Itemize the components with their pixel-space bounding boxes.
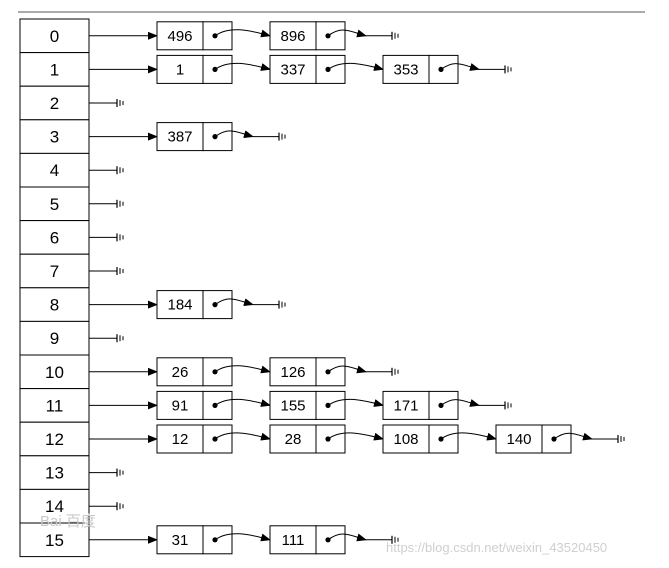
next-pointer-arrow	[214, 533, 271, 542]
bucket-cell	[19, 388, 90, 423]
node-value: 155	[280, 397, 305, 414]
bucket-cell	[19, 421, 90, 457]
null-pointer-arrow	[214, 130, 254, 139]
node-value: 353	[393, 61, 418, 78]
node-value-cell	[269, 21, 317, 51]
node-value: 184	[167, 297, 192, 314]
null-pointer-arrow	[327, 365, 367, 374]
bucket-cell	[19, 119, 90, 154]
node-value: 337	[280, 61, 305, 78]
node-value: 12	[172, 431, 189, 448]
node-value: 26	[172, 364, 189, 381]
node-value-cell	[156, 357, 204, 387]
null-pointer-arrow	[440, 399, 480, 407]
null-pointer-arrow	[553, 432, 593, 441]
node-value: 387	[167, 129, 192, 146]
node-value: 108	[393, 431, 418, 448]
node-value: 111	[282, 532, 305, 549]
bucket-index: 1	[50, 60, 59, 79]
node-value: 28	[285, 431, 302, 448]
node-value-cell	[156, 54, 204, 84]
bucket-index: 13	[45, 464, 64, 483]
next-pointer-arrow	[214, 432, 271, 441]
bucket-cell	[19, 522, 90, 558]
null-pointer-arrow	[440, 63, 480, 71]
node-value-cell	[156, 390, 204, 420]
null-pointer-arrow	[327, 29, 367, 38]
bucket-index: 8	[50, 296, 59, 315]
node-value-cell	[269, 424, 317, 454]
bucket-index: 2	[50, 94, 59, 113]
watermark-url: https://blog.csdn.net/weixin_43520450	[386, 540, 608, 555]
next-pointer-arrow	[214, 62, 271, 71]
node-value: 126	[280, 364, 305, 381]
null-pointer-arrow	[327, 533, 367, 542]
bucket-cell	[19, 488, 90, 524]
bucket-index: 3	[50, 128, 59, 147]
bucket-cell	[19, 186, 90, 222]
next-pointer-arrow	[440, 432, 497, 441]
node-pointer-cell	[315, 357, 346, 387]
next-pointer-arrow	[327, 398, 384, 407]
next-pointer-arrow	[214, 29, 271, 38]
node-value-cell	[382, 390, 430, 420]
bucket-index: 5	[50, 195, 59, 214]
null-pointer-arrow	[214, 298, 254, 307]
node-value-cell	[269, 54, 317, 84]
node-value-cell	[269, 390, 317, 420]
node-value: 496	[167, 28, 192, 45]
bucket-index: 11	[46, 396, 64, 415]
node-value-cell	[269, 525, 317, 555]
pointer-dot	[212, 33, 218, 39]
node-value: 171	[393, 397, 418, 414]
next-pointer-arrow	[214, 365, 271, 374]
node-value-cell	[156, 525, 204, 555]
next-pointer-arrow	[327, 62, 384, 71]
bucket-index: 9	[50, 329, 59, 348]
next-pointer-arrow	[327, 432, 384, 441]
bucket-cell	[19, 320, 90, 356]
node-value: 140	[506, 431, 531, 448]
node-pointer-cell	[202, 54, 233, 84]
bucket-cell	[19, 354, 90, 390]
node-value: 1	[176, 61, 184, 78]
node-value-cell	[156, 424, 204, 454]
bucket-cell	[19, 152, 90, 188]
bucket-index: 10	[45, 363, 64, 382]
bucket-index: 0	[50, 27, 59, 46]
node-value-cell	[269, 357, 317, 387]
bucket-index: 6	[50, 228, 59, 247]
bucket-cell	[19, 85, 90, 121]
bucket-index: 15	[45, 531, 64, 550]
bucket-index: 7	[50, 262, 59, 281]
node-value-cell	[156, 290, 204, 320]
watermark-left: Bai 百度	[40, 513, 96, 530]
bucket-cell	[19, 220, 90, 255]
node-value: 31	[172, 532, 189, 549]
next-pointer-arrow	[214, 398, 271, 407]
bucket-index: 12	[45, 430, 64, 449]
bucket-cell	[19, 253, 90, 289]
node-value: 91	[172, 397, 189, 414]
node-value-cell	[382, 54, 430, 84]
bucket-index: 4	[50, 161, 59, 180]
pointer-dot	[212, 537, 218, 543]
node-value: 896	[280, 28, 305, 45]
bucket-index: 14	[45, 497, 64, 516]
